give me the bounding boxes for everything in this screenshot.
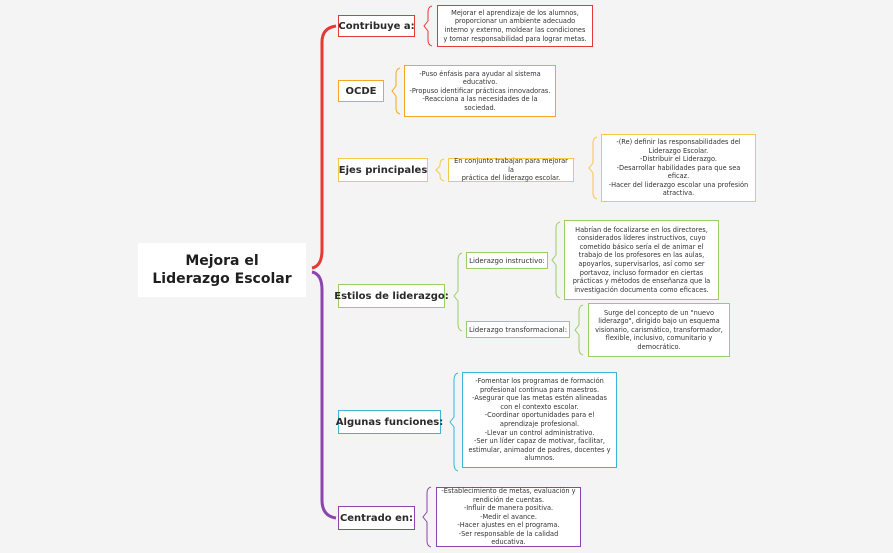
detail-ocde[interactable]: -Puso énfasis para ayudar al sistema edu… [404, 65, 556, 117]
detail-instructivo-text: Habrían de focalizarse en los directores… [573, 226, 710, 295]
branch-estilos-liderazgo[interactable]: Estilos de liderazgo: [334, 284, 449, 308]
branch-ejes-principales[interactable]: Ejes principales [338, 158, 428, 182]
text-line: Mejorar el aprendizaje de los alumnos, [451, 8, 579, 17]
detail-funciones[interactable]: -Fomentar los programas de formación pro… [462, 372, 617, 468]
text-line: apoyarlos, supervisarlos, así como ser [578, 260, 705, 268]
text-line: atractiva. [662, 189, 695, 198]
brace-centrado [422, 486, 432, 548]
text-line: -Llevar un control administrativo. [484, 428, 595, 437]
central-topic[interactable]: Mejora el Liderazgo Escolar [138, 243, 306, 297]
text-line: -Influir de manera positiva. [463, 504, 554, 513]
brace-funciones [449, 372, 459, 472]
text-line: liderazgo", dirigido bajo un esquema [598, 317, 720, 326]
text-line: visionario, carismático, transformador, [595, 325, 723, 334]
main-brace-upper [311, 24, 337, 270]
text-line: alumnos. [524, 454, 555, 463]
text-line: prácticas y métodos de enseñanza que la [572, 277, 711, 286]
text-line: -Establecimiento de metas, evaluación y [441, 486, 576, 495]
text-line: -Ser responsable de la calidad educativa… [458, 529, 559, 547]
detail-liderazgo-transformacional[interactable]: Surge del concepto de un "nuevo liderazg… [588, 303, 730, 357]
text-line: estimular, animador de padres, docentes … [468, 445, 611, 454]
text-line: portavoz, incluso formador en ciertas [579, 268, 704, 277]
detail-ejes-text: -(Re) definir las responsabilidades del … [609, 138, 748, 198]
brace-ejes-detail [588, 136, 598, 200]
sub-liderazgo-instructivo[interactable]: Liderazgo instructivo: [466, 252, 548, 269]
text-line: -Distribuir el Liderazgo. [639, 155, 717, 164]
text-line: profesional continua para maestros. [479, 385, 600, 394]
brace-contribuye [423, 5, 433, 47]
text-line: interno y externo, moldear las condicion… [444, 26, 586, 34]
text-line: -Ser un líder capaz de motivar, facilita… [473, 437, 606, 446]
detail-ocde-text: -Puso énfasis para ayudar al sistema edu… [410, 70, 551, 113]
text-line: eficaz. [667, 172, 690, 181]
text-line: trabajo de los profesores en las aulas, [578, 251, 705, 260]
text-line: y tomar responsabilidad para lograr meta… [443, 34, 587, 43]
text-line: -Reacciona a las necesidades de la [422, 95, 538, 104]
text-line: rendición de cuentas. [472, 495, 545, 504]
text-line: -Coordinar oportunidades para el [484, 411, 595, 420]
text-line: democrático. [637, 342, 681, 351]
text-line: -Hacer del liderazgo escolar una profesi… [608, 180, 749, 189]
text-line: considerados líderes instructivos, cuyo [577, 234, 706, 243]
text-line: cometido básico sería el de animar el [579, 242, 704, 251]
text-line: proporcionar un ambiente adecuado [454, 17, 576, 26]
main-brace-lower [311, 270, 337, 520]
branch-centrado-en[interactable]: Centrado en: [338, 506, 415, 530]
brace-estilos [453, 252, 463, 332]
brace-transformacional [574, 304, 584, 356]
text-line: práctica del liderazgo escolar. [461, 174, 561, 183]
detail-centrado-text: -Establecimiento de metas, evaluación y … [441, 487, 576, 547]
text-line: flexible, inclusivo, comunitario y [605, 334, 713, 343]
branch-contribuye[interactable]: Contribuye a: [338, 15, 415, 37]
detail-ejes-summary[interactable]: En conjunto trabajan para mejorar la prá… [448, 157, 574, 183]
text-line: -Hacer ajustes en el programa. [457, 521, 560, 530]
text-line: Liderazgo Escolar. [648, 146, 709, 155]
text-line: educativo. [462, 78, 498, 87]
brace-instructivo [551, 221, 561, 299]
text-line: -Fomentar los programas de formación [475, 377, 604, 386]
text-line: -Medir el avance. [480, 512, 537, 521]
detail-liderazgo-instructivo[interactable]: Habrían de focalizarse en los directores… [564, 220, 719, 300]
detail-contribuye[interactable]: Mejorar el aprendizaje de los alumnos, p… [437, 5, 593, 47]
text-line: aprendizaje profesional. [499, 420, 580, 428]
text-line: sociedad. [464, 103, 496, 112]
text-line: -(Re) definir las responsabilidades del [616, 137, 741, 146]
sub-liderazgo-transformacional[interactable]: Liderazgo transformacional: [466, 321, 570, 338]
detail-ejes[interactable]: -(Re) definir las responsabilidades del … [601, 134, 756, 202]
text-line: con el contexto escolar. [500, 402, 579, 411]
text-line: Habrían de focalizarse en los directores… [575, 225, 708, 234]
detail-centrado[interactable]: -Establecimiento de metas, evaluación y … [436, 487, 581, 547]
text-line: -Puso énfasis para ayudar al sistema [419, 69, 541, 78]
text-line: -Desarrollar habilidades para que sea [616, 163, 741, 172]
text-line: -Propuso identificar prácticas innovador… [409, 86, 551, 95]
detail-ejes-summary-text: En conjunto trabajan para mejorar la prá… [453, 157, 569, 183]
brace-ocde [391, 67, 401, 115]
detail-transformacional-text: Surge del concepto de un "nuevo liderazg… [595, 309, 723, 352]
branch-algunas-funciones[interactable]: Algunas funciones: [336, 410, 443, 434]
detail-contribuye-text: Mejorar el aprendizaje de los alumnos, p… [443, 9, 586, 43]
brace-ejes [435, 158, 445, 182]
text-line: -Asegurar que las metas estén alineadas [472, 394, 607, 403]
text-line: Surge del concepto de un "nuevo [603, 308, 715, 317]
text-line: En conjunto trabajan para mejorar la [454, 157, 568, 174]
branch-ocde[interactable]: OCDE [338, 80, 384, 102]
detail-funciones-text: -Fomentar los programas de formación pro… [469, 377, 611, 463]
text-line: investigación documenta como eficaces. [574, 285, 709, 294]
